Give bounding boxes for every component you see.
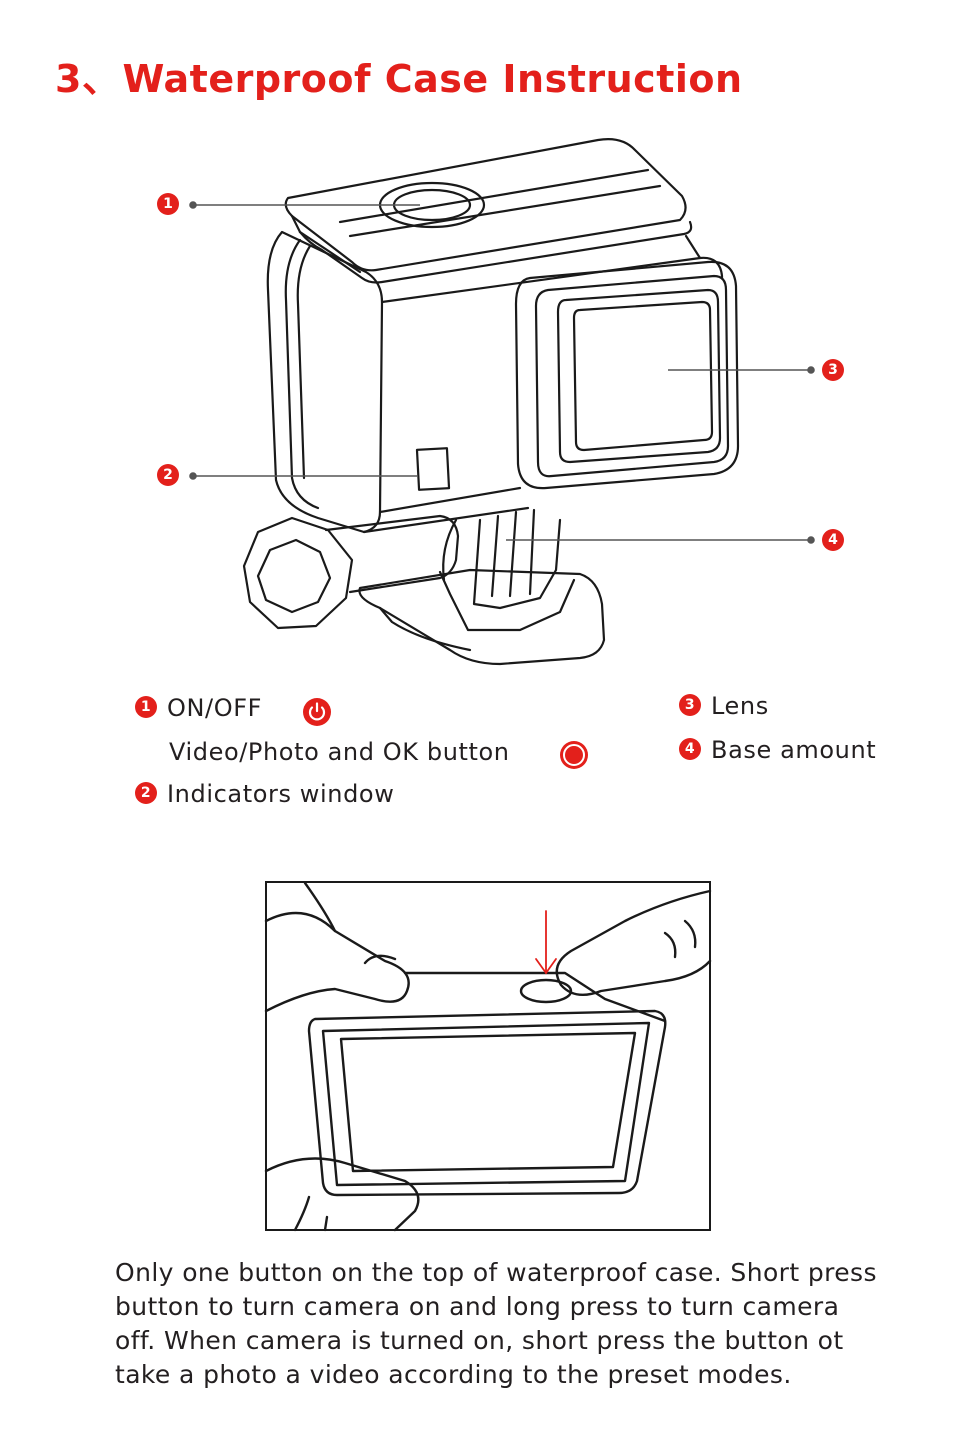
lens-housing [514,260,740,490]
legend-sub-label-1: Video/Photo and OK button [169,738,510,766]
paragraph-line-1: Only one button on the top of waterproof… [115,1258,877,1287]
legend-badge-4: 4 [679,738,701,760]
legend-label-1: ON/OFF [167,694,263,722]
camera-top-button [519,978,573,1004]
legend-item-3: 3 Lens [679,692,769,720]
mount-base [358,568,606,666]
paragraph-line-3: off. When camera is turned on, short pre… [115,1326,844,1355]
indicator-window-shape [415,447,451,491]
legend-label-4: Base amount [711,736,877,764]
legend-badge-3: 3 [679,694,701,716]
legend-label-3: Lens [711,692,769,720]
case-lid [284,138,687,272]
legend-badge-1: 1 [135,696,157,718]
section-title: 3、Waterproof Case Instruction [55,48,743,103]
callout-badge-1: 1 [157,193,189,217]
callout-badge-4: 4 [822,529,854,553]
case-body [266,230,384,534]
section-number: 3、 [55,57,121,101]
thumb-knob [242,516,354,630]
legend-item-1: 1 ON/OFF [135,694,262,722]
button-press-illustration [264,881,712,1232]
section-title-text: Waterproof Case Instruction [122,57,743,101]
record-icon [560,741,588,769]
camera-front-frame [307,1009,667,1197]
paragraph-line-4: take a photo a video according to the pr… [115,1360,792,1389]
power-icon [303,698,331,726]
legend-item-4: 4 Base amount [679,736,876,764]
legend-badge-2: 2 [135,782,157,804]
callout-badge-2: 2 [157,464,189,488]
instruction-paragraph: Only one button on the top of waterproof… [115,1256,915,1392]
paragraph-line-2: button to turn camera on and long press … [115,1292,840,1321]
legend-item-1-sub: Video/Photo and OK button [169,738,510,766]
legend-label-2: Indicators window [167,780,395,808]
callout-badge-3: 3 [822,359,854,383]
legend-item-2: 2 Indicators window [135,780,394,808]
